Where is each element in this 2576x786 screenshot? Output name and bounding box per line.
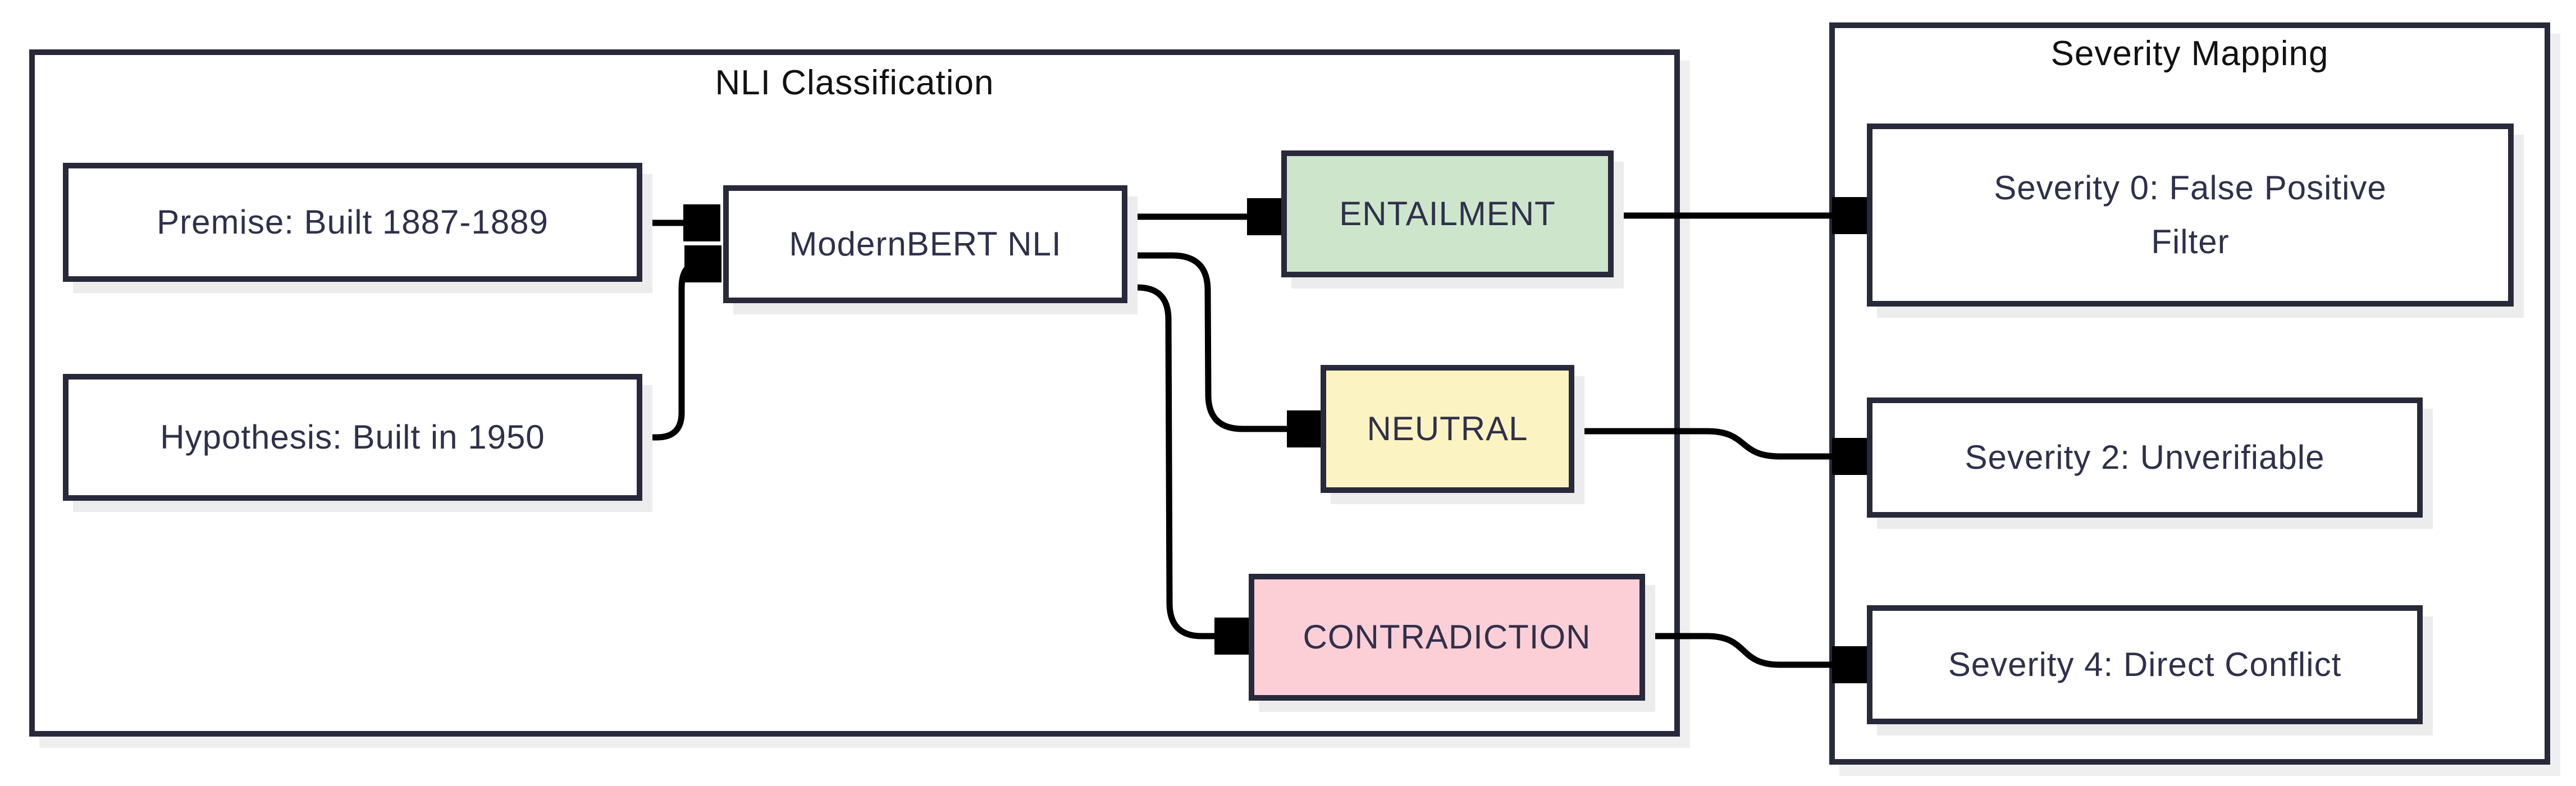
node-severity-2-label: Severity 2: Unverifiable [1965,438,2325,476]
node-hypothesis-label: Hypothesis: Built in 1950 [160,418,545,456]
node-entailment: ENTAILMENT [1281,150,1614,277]
node-entailment-label: ENTAILMENT [1339,195,1556,232]
node-modernbert-nli: ModernBERT NLI [723,185,1127,303]
node-severity-0: Severity 0: False Positive Filter [1867,124,2514,307]
cluster-title-severity: Severity Mapping [2050,34,2329,73]
node-contradiction-label: CONTRADICTION [1303,618,1591,656]
node-modernbert-nli-label: ModernBERT NLI [789,225,1062,263]
node-contradiction: CONTRADICTION [1249,574,1645,701]
cluster-title-nli: NLI Classification [715,63,994,102]
node-neutral-label: NEUTRAL [1367,410,1528,447]
node-severity-4: Severity 4: Direct Conflict [1867,605,2423,724]
node-severity-0-label: Severity 0: False Positive Filter [1994,169,2387,261]
node-hypothesis: Hypothesis: Built in 1950 [63,374,642,501]
node-premise-label: Premise: Built 1887-1889 [157,203,549,241]
node-neutral: NEUTRAL [1321,365,1574,493]
node-severity-2: Severity 2: Unverifiable [1867,397,2423,518]
node-severity-4-label: Severity 4: Direct Conflict [1948,646,2342,683]
node-premise: Premise: Built 1887-1889 [63,163,642,282]
